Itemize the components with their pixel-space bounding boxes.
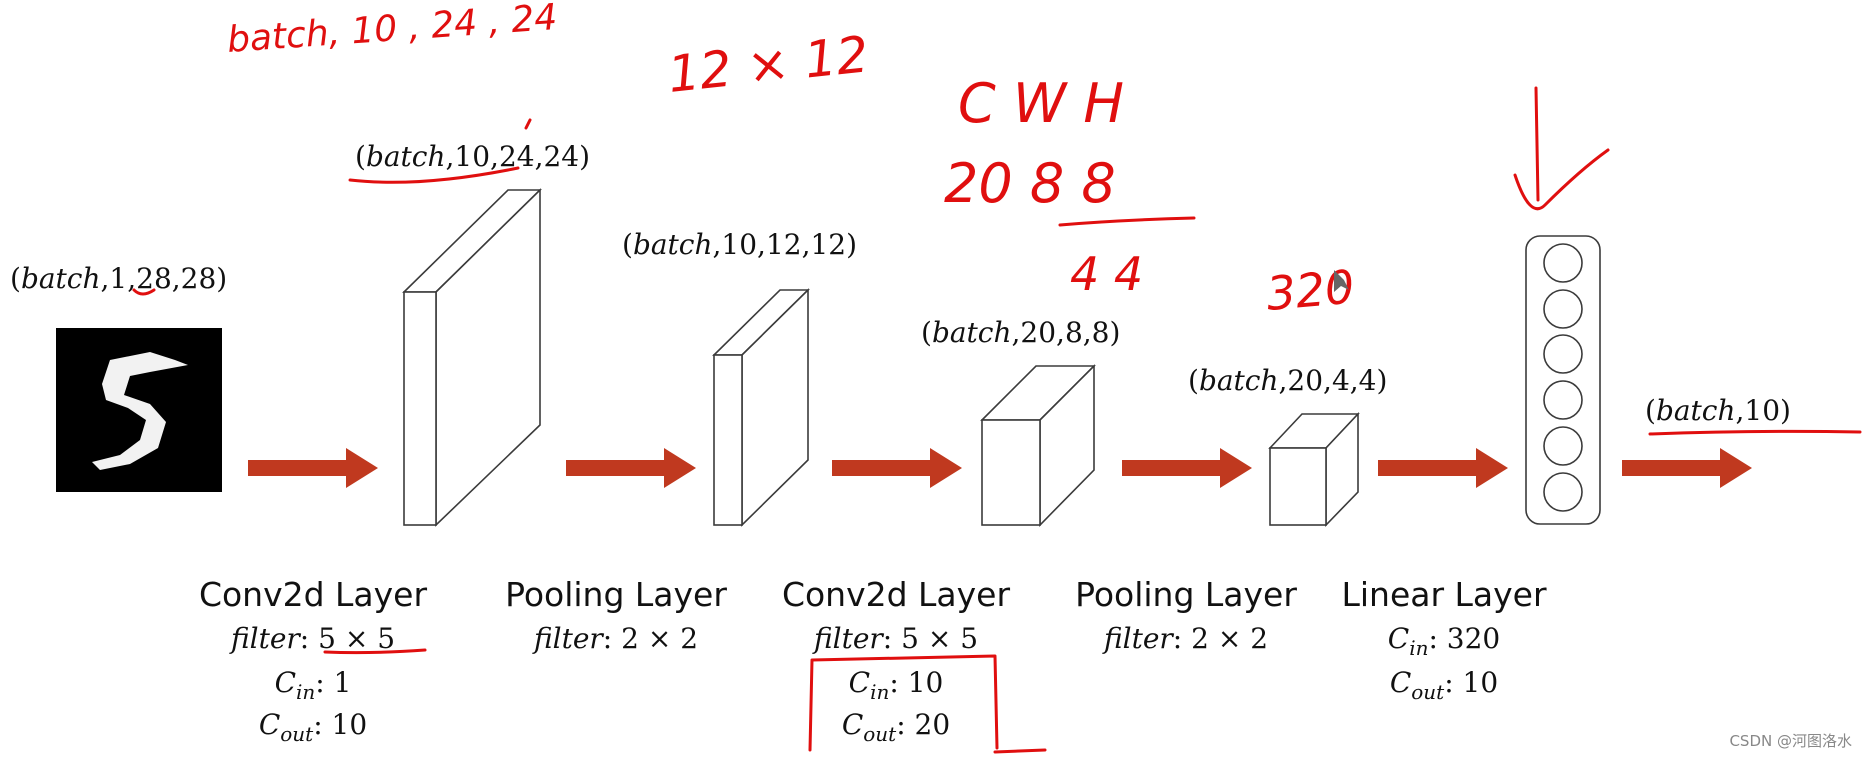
neuron [1543, 426, 1583, 466]
layer-name: Pooling Layer [1075, 575, 1297, 614]
note-4-4: 4 4 [1070, 247, 1143, 301]
svg-text:Cin: 10: Cin: 10 [849, 666, 944, 704]
feature-map-conv2 [980, 364, 1096, 527]
arrow-1 [248, 448, 378, 488]
layer-label-linear: Linear Layer Cin: 320 Cout: 10 [1341, 575, 1546, 704]
neuron [1543, 243, 1583, 283]
layer-name: Conv2d Layer [199, 575, 428, 614]
svg-text:filter: 5 × 5: filter: 5 × 5 [229, 622, 395, 655]
pool1-dims: (batch,10,12,12) [622, 228, 857, 261]
feature-map-pool1 [712, 288, 810, 527]
svg-text:Cout: 10: Cout: 10 [259, 708, 367, 746]
note-cwh: C W H [958, 72, 1124, 135]
layer-name: Conv2d Layer [782, 575, 1011, 614]
layer-name: Linear Layer [1341, 575, 1546, 614]
arrow-5 [1378, 448, 1508, 488]
note-20-8-8: 20 8 8 [944, 152, 1116, 215]
svg-text:Cin: 1: Cin: 1 [275, 666, 352, 704]
layer-label-conv1: Conv2d Layer filter: 5 × 5 Cin: 1 Cout: … [199, 575, 428, 746]
svg-text:Cout: 10: Cout: 10 [1390, 666, 1498, 704]
feature-map-pool2 [1268, 411, 1360, 527]
output-dims: (batch,10) [1645, 394, 1791, 427]
note-320: 320 [1264, 260, 1356, 321]
feature-map-conv1 [402, 188, 542, 527]
neuron [1543, 334, 1583, 374]
arrow-4 [1122, 448, 1252, 488]
layer-label-conv2: Conv2d Layer filter: 5 × 5 Cin: 10 Cout:… [782, 575, 1011, 746]
arrow-3 [832, 448, 962, 488]
svg-text:filter: 2 × 2: filter: 2 × 2 [532, 622, 698, 655]
svg-text:Cout: 20: Cout: 20 [842, 708, 950, 746]
cursor-icon [1334, 270, 1349, 292]
svg-text:filter: 5 × 5: filter: 5 × 5 [812, 622, 978, 655]
arrow-2 [566, 448, 696, 488]
conv1-dims: (batch,10,24,24) [355, 140, 590, 173]
digit-five-icon [92, 352, 188, 470]
note-12x12: 12 × 12 [665, 25, 871, 104]
svg-text:Cin: 320: Cin: 320 [1388, 622, 1501, 660]
layer-name: Pooling Layer [505, 575, 727, 614]
neuron [1543, 289, 1583, 329]
neuron [1543, 472, 1583, 512]
note-batch-24-24: batch, 10 , 24 , 24 [226, 0, 559, 61]
conv2-dims: (batch,20,8,8) [921, 316, 1120, 349]
pool2-dims: (batch,20,4,4) [1188, 364, 1387, 397]
layer-label-pool2: Pooling Layer filter: 2 × 2 [1075, 575, 1297, 655]
linear-neurons [1525, 235, 1601, 525]
watermark: CSDN @河图洛水 [1729, 732, 1852, 750]
neuron [1543, 380, 1583, 420]
arrow-6 [1622, 448, 1752, 488]
layer-label-pool1: Pooling Layer filter: 2 × 2 [505, 575, 727, 655]
input-digit-image [56, 328, 222, 492]
svg-text:filter: 2 × 2: filter: 2 × 2 [1102, 622, 1268, 655]
input-dims: (batch,1,28,28) [10, 262, 227, 295]
